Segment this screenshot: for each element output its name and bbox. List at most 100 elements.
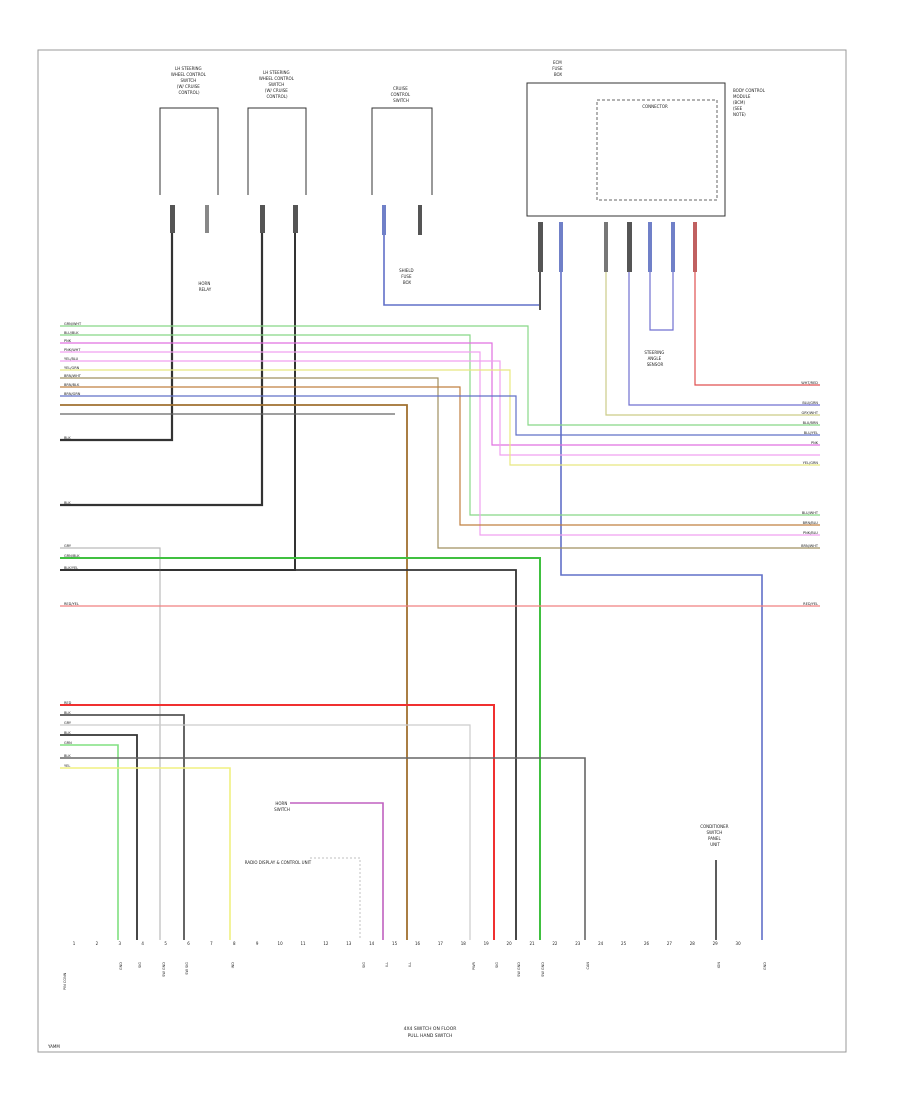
component-d-inner-label: CONNECTOR xyxy=(642,104,668,109)
left-wire-label: BRN/GRN xyxy=(64,392,81,396)
wire-comp-b-1 xyxy=(60,233,264,507)
component-f-label: STEERING ANGLE SENSOR xyxy=(644,350,665,367)
component-g-label: SHIELD FUSE BOX xyxy=(399,268,415,285)
left-wire-label: BLK xyxy=(64,501,71,505)
component-b-pin-2 xyxy=(293,205,298,233)
bottom-pin-number: 8 xyxy=(233,941,236,946)
component-h-short-label: RADIO DISPLAY & CONTROL UNIT xyxy=(245,860,312,865)
left-wire-label: BRN/WHT xyxy=(64,374,82,378)
component-c: CRUISE CONTROL SWITCH xyxy=(371,86,433,235)
wire-low-7 xyxy=(60,767,231,940)
left-wire-label: BLK xyxy=(64,731,71,735)
pin-label: ILL xyxy=(385,962,389,967)
right-wire-label: BLU/WHT xyxy=(802,511,819,515)
component-i-label: CONDITIONER SWITCH PANEL UNIT xyxy=(700,824,730,847)
left-wire-label: YEL/BLU xyxy=(64,357,79,361)
wire-d-5 xyxy=(649,272,674,331)
wire-low-5 xyxy=(60,744,119,940)
bottom-pin-number: 11 xyxy=(300,941,306,946)
bottom-pin-number: 2 xyxy=(96,941,99,946)
bottom-pin-number: 20 xyxy=(507,941,513,946)
bottom-pin-number: 19 xyxy=(484,941,490,946)
component-d-pin-7 xyxy=(693,222,697,272)
pin-label: SW SIG xyxy=(185,962,189,975)
wire-left-2 xyxy=(60,334,820,516)
bottom-pin-number: 6 xyxy=(187,941,190,946)
bottom-pin-number: 18 xyxy=(461,941,467,946)
left-wire-label: BRN/BLK xyxy=(64,383,80,387)
bottom-pin-number: 1 xyxy=(73,941,76,946)
wires xyxy=(60,233,820,940)
right-wire-label: PNK/BLU xyxy=(803,531,818,535)
wire-left-7 xyxy=(60,377,820,549)
pin-label: CAN xyxy=(586,962,590,970)
component-d-pin-5 xyxy=(648,222,652,272)
pin-label: GND xyxy=(763,962,767,970)
left-wire-label: RED xyxy=(64,701,72,705)
pin-label: SIG xyxy=(495,962,499,968)
left-wire-labels: GRN/WHT BLU/BLK PNK PNK/WHT YEL/BLU YEL/… xyxy=(64,322,82,768)
wire-low-1 xyxy=(60,704,495,940)
component-a-pin-2 xyxy=(205,205,209,233)
left-wire-label: PNK xyxy=(64,339,72,343)
wire-horn xyxy=(290,802,384,940)
component-j-label: HORN SWITCH xyxy=(274,801,290,812)
wire-low-6 xyxy=(60,757,586,940)
bottom-pin-number: 29 xyxy=(713,941,719,946)
left-wire-label: BLK/YEL xyxy=(64,566,78,570)
bottom-pin-number: 4 xyxy=(141,941,144,946)
right-wire-label: GRY/WHT xyxy=(802,411,819,415)
pin-label: SW GND xyxy=(541,962,545,977)
pin-label: SIG xyxy=(138,962,142,968)
right-wire-label: RED/YEL xyxy=(803,602,818,606)
wire-left-10 xyxy=(60,404,408,940)
diagram-title-line1: 4X4 SWITCH ON FLOOR xyxy=(404,1026,457,1032)
right-wire-labels: WHT/RED BLU/GRN GRY/WHT BLU/BRN BLU/YEL … xyxy=(801,381,819,606)
wire-d-7 xyxy=(694,272,820,386)
component-c-pin-2 xyxy=(418,205,422,235)
wire-left-6 xyxy=(60,369,820,466)
diagram-frame xyxy=(37,49,847,1053)
component-a: LH STEERING WHEEL CONTROL SWITCH (W/ CRU… xyxy=(159,66,219,233)
bottom-pin-number: 21 xyxy=(529,941,535,946)
pin-label: IGN xyxy=(717,962,721,969)
left-wire-label: GRN xyxy=(64,741,72,745)
right-wire-label: PNK xyxy=(811,441,819,445)
wire-left-8 xyxy=(60,386,820,526)
wire-mid-1 xyxy=(60,547,161,940)
wire-left-3 xyxy=(60,342,820,446)
left-wire-label: BLK xyxy=(64,711,71,715)
bottom-pin-number: 26 xyxy=(644,941,650,946)
component-b-pin-1 xyxy=(260,205,265,233)
wire-h xyxy=(310,857,361,940)
wire-low-3 xyxy=(60,724,471,940)
pin-label: SW GND xyxy=(517,962,521,977)
pin-label: ILL xyxy=(408,962,412,967)
component-a-pin-1 xyxy=(170,205,175,233)
bottom-pin-number: 5 xyxy=(164,941,167,946)
component-d-pin-1 xyxy=(538,222,543,272)
component-d-pin-2 xyxy=(559,222,563,272)
left-wire-label: BLK xyxy=(64,436,71,440)
left-wire-label: GRY xyxy=(64,544,72,548)
bottom-pin-number: 16 xyxy=(415,941,421,946)
bottom-pin-number: 7 xyxy=(210,941,213,946)
pin-label: IND xyxy=(231,962,235,969)
left-wire-label: BLU/BLK xyxy=(64,331,79,335)
wire-low-4 xyxy=(60,734,138,940)
component-e-label: HORN RELAY xyxy=(198,281,211,292)
bottom-pin-number: 25 xyxy=(621,941,627,946)
bottom-pin-number: 15 xyxy=(392,941,398,946)
bottom-pin-number: 24 xyxy=(598,941,604,946)
right-wire-label: BRN/WHT xyxy=(801,544,819,548)
left-wire-label: RED/YEL xyxy=(64,602,79,606)
wire-left-4 xyxy=(60,351,820,536)
wire-d-4 xyxy=(628,272,820,406)
component-a-label: LH STEERING WHEEL CONTROL SWITCH (W/ CRU… xyxy=(171,66,207,95)
left-wire-label: GRN/BLK xyxy=(64,554,80,558)
wire-comp-b-2 xyxy=(60,233,296,571)
bottom-pin-number: 10 xyxy=(278,941,284,946)
component-c-label: CRUISE CONTROL SWITCH xyxy=(391,86,412,103)
